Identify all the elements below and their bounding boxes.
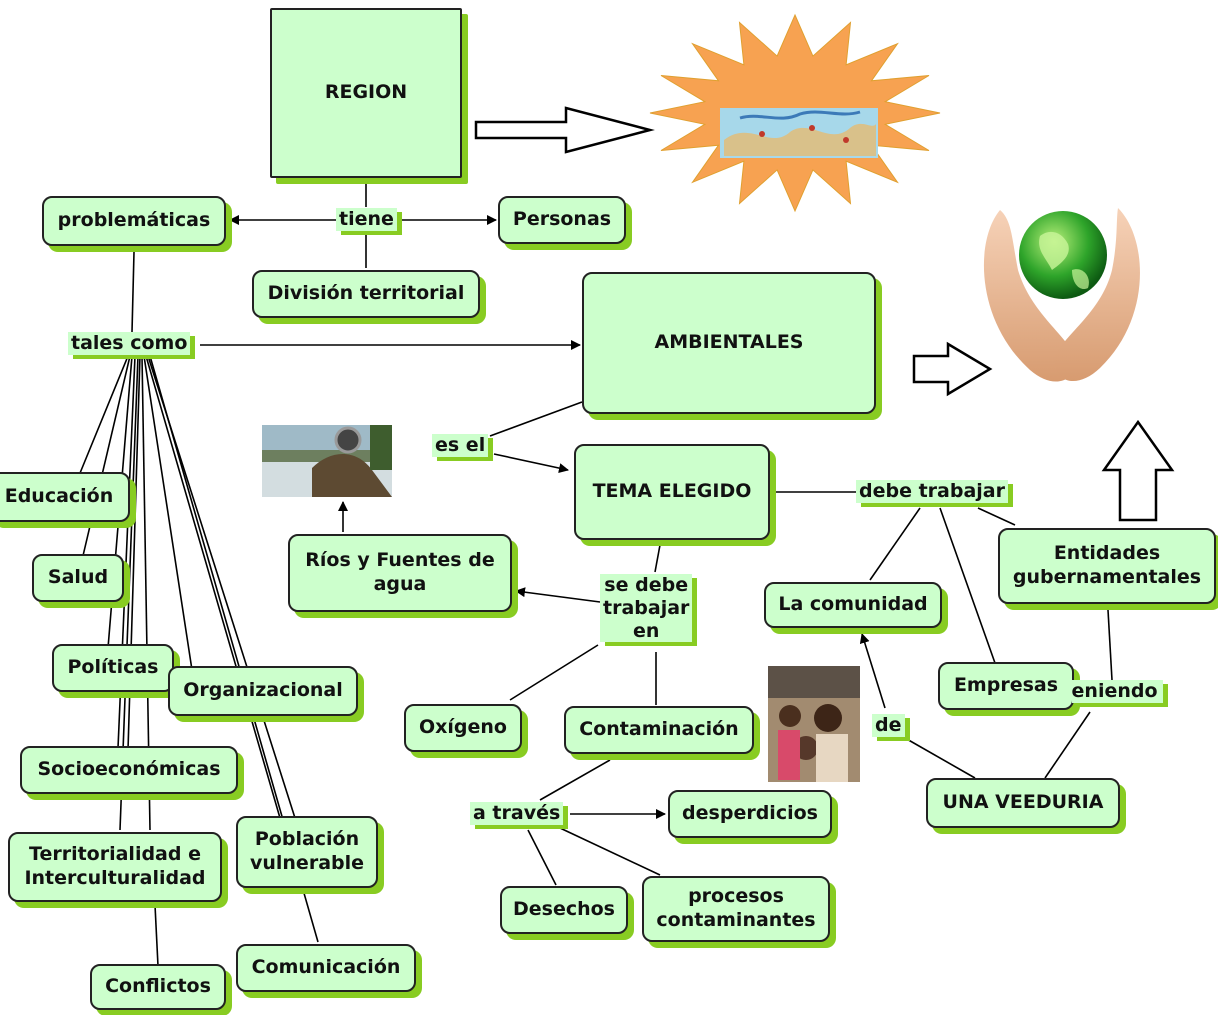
- node-tema-elegido: TEMA ELEGIDO: [574, 444, 770, 540]
- link-a-traves: a través: [470, 802, 564, 825]
- node-comunicacion: Comunicación: [236, 944, 416, 992]
- block-arrow-right-icon: [912, 341, 993, 397]
- node-territorialidad: Territorialidad e Interculturalidad: [8, 832, 222, 902]
- node-poblacion-vulnerable: Población vulnerable: [236, 816, 378, 888]
- block-arrow-up-icon: [1101, 419, 1175, 522]
- node-entidades-gubernamentales: Entidades gubernamentales: [998, 528, 1216, 604]
- community-photo: [768, 666, 860, 782]
- node-rios-fuentes: Ríos y Fuentes de agua: [288, 534, 512, 612]
- river-photo: [262, 425, 392, 497]
- node-division-territorial: División territorial: [252, 270, 480, 318]
- node-conflictos: Conflictos: [90, 964, 226, 1010]
- node-empresas: Empresas: [938, 662, 1074, 710]
- link-tiene: tiene: [336, 208, 397, 231]
- node-salud: Salud: [32, 554, 124, 602]
- node-region: REGION: [270, 8, 462, 178]
- node-procesos-contaminantes: procesos contaminantes: [642, 876, 830, 942]
- link-se-debe-trabajar-en: se debe trabajar en: [600, 574, 693, 643]
- node-organizacional: Organizacional: [168, 666, 358, 716]
- node-socioeconomicas: Socioeconómicas: [20, 746, 238, 794]
- node-oxigeno: Oxígeno: [404, 704, 522, 752]
- node-contaminacion: Contaminación: [564, 706, 754, 754]
- link-teniendo: teniendo: [1072, 680, 1163, 703]
- link-debe-trabajar: debe trabajar: [856, 480, 1008, 503]
- node-desperdicios: desperdicios: [668, 790, 832, 838]
- node-ambientales: AMBIENTALES: [582, 272, 876, 414]
- node-una-veeduria: UNA VEEDURIA: [926, 778, 1120, 828]
- link-es-el: es el: [432, 434, 489, 457]
- node-la-comunidad: La comunidad: [764, 582, 942, 628]
- starburst-map-image: [649, 13, 941, 213]
- node-desechos: Desechos: [500, 886, 628, 934]
- hands-globe-image: [983, 208, 1140, 382]
- node-politicas: Políticas: [52, 644, 174, 692]
- link-de: de: [872, 714, 905, 737]
- link-tales-como: tales como: [68, 332, 191, 355]
- node-personas: Personas: [498, 196, 626, 244]
- node-problematicas: problemáticas: [42, 196, 226, 246]
- block-arrow-right-icon: [474, 106, 655, 154]
- node-educacion: Educación: [0, 472, 130, 522]
